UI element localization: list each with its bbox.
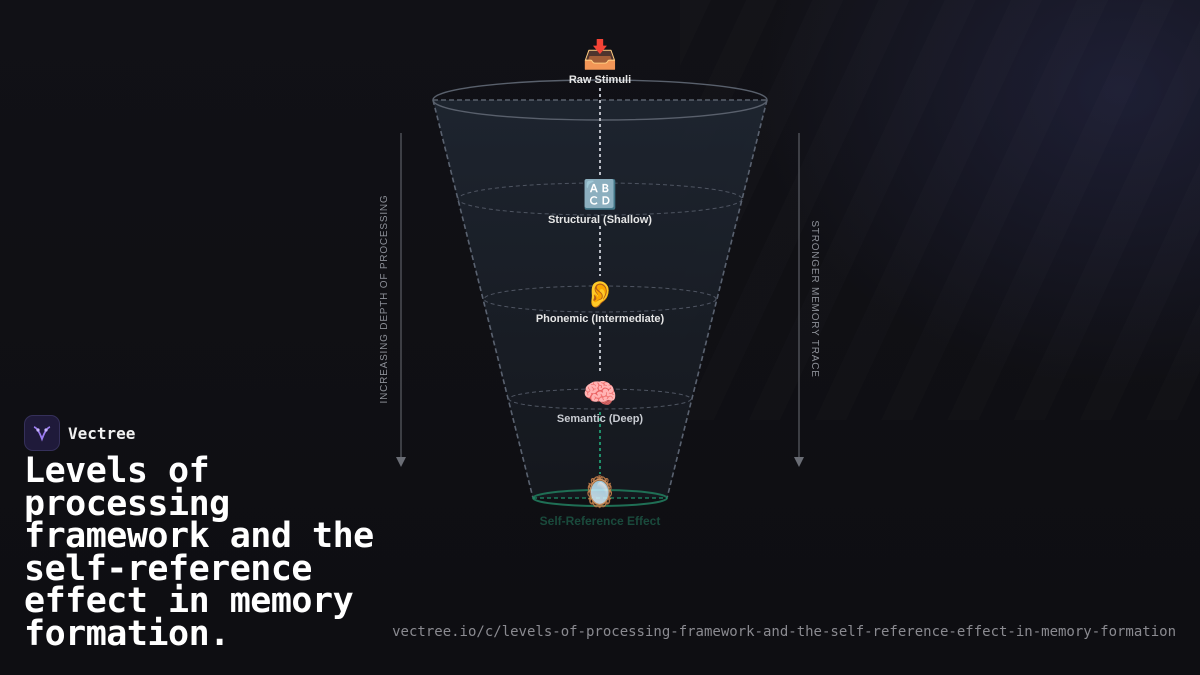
level-ring-phonemic (483, 285, 717, 313)
brand-name: Vectree (68, 423, 136, 443)
level-label-semantic: Semantic (Deep) (557, 413, 644, 425)
level-ring-semantic (508, 388, 692, 410)
funnel-edge-right (666, 99, 768, 499)
ear-icon: 👂 (584, 279, 616, 310)
page-title: Levels of processing framework and the s… (24, 451, 374, 654)
source-url[interactable]: vectree.io/c/levels-of-processing-framew… (392, 624, 1176, 640)
level-label-raw-stimuli: Raw Stimuli (569, 74, 631, 86)
funnel-edge-left (432, 99, 534, 499)
left-axis-label: INCREASING DEPTH OF PROCESSING (379, 194, 390, 403)
level-label-phonemic: Phonemic (Intermediate) (536, 313, 665, 325)
level-ring-structural (457, 182, 743, 216)
level-label-self-reference: Self-Reference Effect (540, 514, 661, 528)
funnel-body (433, 100, 767, 498)
vectree-logo-icon (24, 415, 60, 451)
level-label-structural: Structural (Shallow) (548, 214, 652, 226)
right-axis-label: STRONGER MEMORY TRACE (809, 220, 820, 377)
brain-icon: 🧠 (583, 377, 618, 410)
brand[interactable]: Vectree (24, 415, 135, 451)
inbox-tray-icon: 📥 (583, 38, 618, 71)
abcd-letters-icon: 🔠 (583, 178, 618, 211)
mirror-icon: 🪞 (581, 474, 618, 510)
